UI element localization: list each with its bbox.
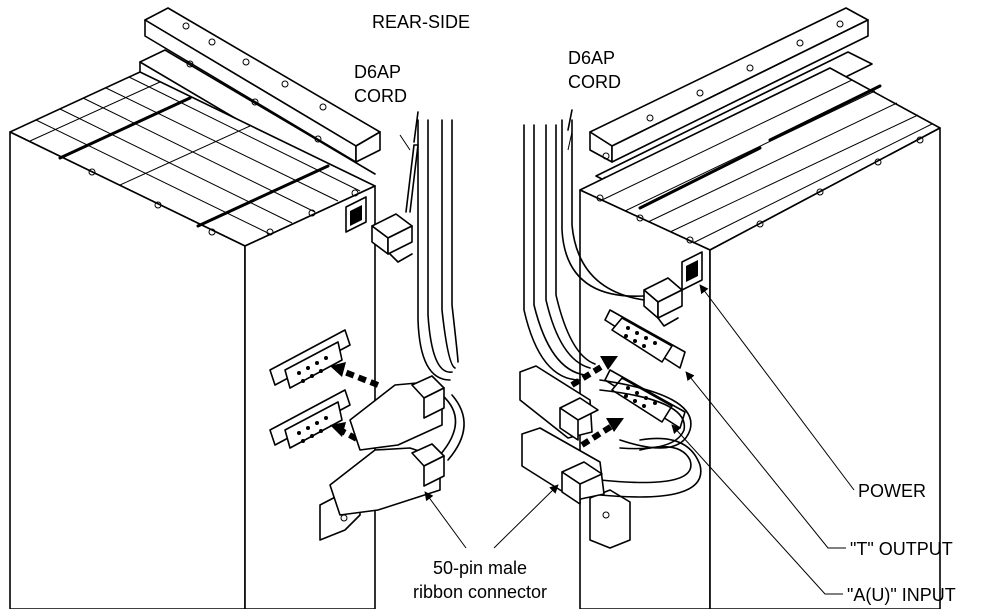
rear-side-label: REAR-SIDE: [372, 12, 470, 32]
power-label: POWER: [858, 481, 926, 501]
right-cord-leader: [567, 131, 573, 151]
right-ribbon-connector-lower: [521, 427, 605, 505]
a-input-leader: [671, 424, 843, 595]
right-mount-bracket: [589, 489, 631, 549]
right-cord-label-line1: D6AP: [568, 48, 615, 68]
right-ribbon-cables: [523, 124, 702, 498]
right-t-output-connector: [604, 309, 686, 369]
ribbon-label-line2: ribbon connector: [413, 582, 547, 602]
right-unit: [493, 7, 941, 609]
left-chassis: [9, 71, 376, 609]
left-ribbon-connector-upper: [349, 375, 445, 451]
right-d6ap-cord: [561, 109, 645, 301]
t-output-label: "T" OUTPUT: [850, 539, 953, 559]
left-ribbon-leader: [424, 491, 467, 549]
right-connection-arrows: [570, 356, 624, 448]
left-cord-label-line2: CORD: [354, 86, 407, 106]
right-power-jack: [681, 251, 703, 291]
left-unit: [9, 7, 467, 609]
right-ribbon-connector-upper: [519, 365, 599, 441]
right-ribbon-leader: [493, 484, 559, 549]
ribbon-label-line1: 50-pin male: [433, 558, 527, 578]
left-a-input-connector: [269, 389, 351, 449]
left-modular-plug: [371, 213, 413, 263]
left-ribbon-connector-lower: [329, 443, 445, 516]
right-modular-plug: [643, 277, 683, 327]
left-power-jack: [345, 196, 367, 233]
left-cord-leader: [399, 134, 411, 151]
left-d6ap-cord: [405, 111, 419, 213]
left-t-output-connector: [269, 329, 351, 389]
right-cord-label-line2: CORD: [568, 72, 621, 92]
power-leader: [699, 284, 855, 491]
left-cord-label-line1: D6AP: [354, 62, 401, 82]
a-input-label: "A(U)" INPUT: [847, 585, 956, 605]
t-output-leader: [685, 371, 846, 549]
left-ribbon-cables: [417, 119, 465, 461]
